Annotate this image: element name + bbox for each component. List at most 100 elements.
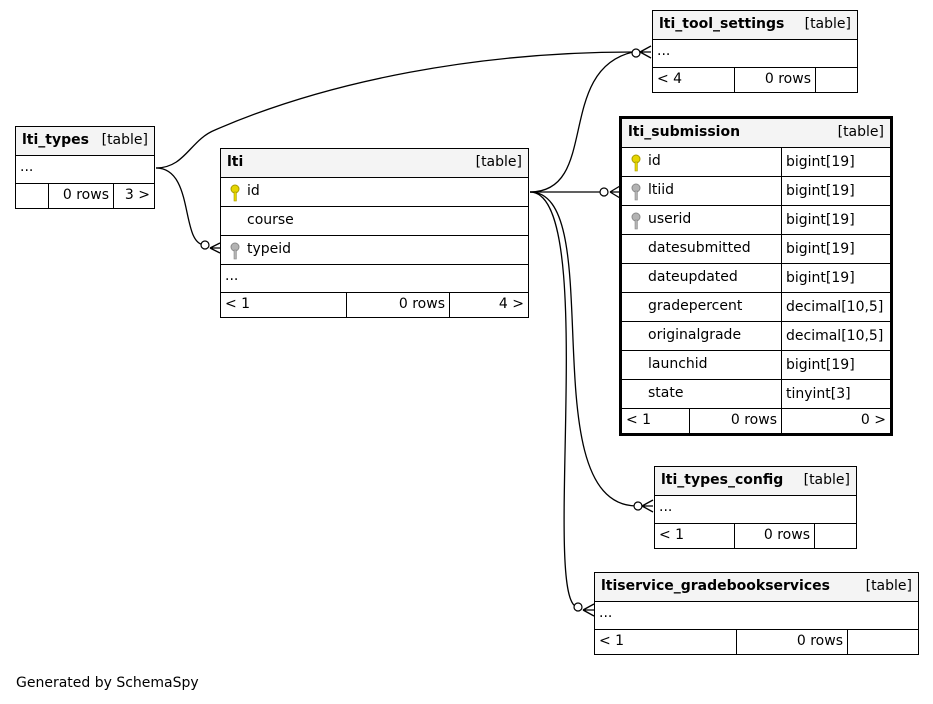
parents-count: < 1 [599, 633, 625, 649]
column-name: state [648, 385, 684, 401]
parents-count [16, 184, 48, 208]
crowfoot-lti-types-config [641, 499, 654, 513]
column-name: dateupdated [648, 269, 738, 285]
children-count: 3 > [113, 184, 154, 208]
table-type-label: [table] [475, 154, 522, 170]
column-type: bigint[19] [781, 148, 855, 176]
column-name: id [247, 183, 260, 199]
children-count [814, 524, 856, 548]
table-header: lti_tool_settings [table] [653, 11, 857, 40]
primary-key-icon [631, 154, 641, 172]
table-type-label: [table] [865, 578, 912, 594]
table-type-label: [table] [803, 472, 850, 488]
column-row: typeid [221, 236, 528, 265]
table-footer: 0 rows 3 > [16, 184, 154, 208]
table-lti-submission[interactable]: lti_submission [table] id bigint[19] lti… [619, 116, 893, 436]
column-row: state tinyint[3] [622, 380, 890, 409]
table-ltiservice-gradebookservices[interactable]: ltiservice_gradebookservices [table] ...… [594, 572, 919, 655]
column-name: datesubmitted [648, 240, 751, 256]
parents-count: < 1 [225, 296, 251, 312]
crowfoot-gradebookservices [582, 603, 595, 617]
more-columns-ellipsis: ... [655, 496, 856, 524]
column-name: originalgrade [648, 327, 742, 343]
column-name: ltiid [648, 182, 675, 198]
table-footer: < 1 0 rows 0 > [622, 409, 890, 433]
row-count: 0 rows [734, 68, 815, 92]
column-name: id [648, 153, 661, 169]
table-footer: < 1 0 rows [655, 524, 856, 548]
table-lti[interactable]: lti [table] id course typeid ... < 1 0 r… [220, 148, 529, 318]
row-count: 0 rows [48, 184, 113, 208]
edge-lti-to-gradebookservices [529, 191, 579, 608]
foreign-key-icon [631, 212, 641, 230]
optional-marker-lti-submission [599, 187, 609, 197]
column-type: bigint[19] [781, 235, 855, 263]
column-type: tinyint[3] [781, 380, 851, 408]
column-name: typeid [247, 241, 292, 257]
column-row: datesubmitted bigint[19] [622, 235, 890, 264]
generated-by-caption: Generated by SchemaSpy [16, 675, 199, 691]
parents-count: < 1 [659, 527, 685, 543]
column-row: userid bigint[19] [622, 206, 890, 235]
table-header: lti_types_config [table] [655, 467, 856, 496]
row-count: 0 rows [346, 293, 449, 317]
table-lti-types[interactable]: lti_types [table] ... 0 rows 3 > [15, 126, 155, 209]
parents-count: < 1 [626, 412, 652, 428]
column-name: userid [648, 211, 692, 227]
more-columns-ellipsis: ... [221, 265, 528, 293]
table-type-label: [table] [837, 124, 884, 140]
column-type: decimal[10,5] [781, 322, 883, 350]
optional-marker-lti-types-config [633, 501, 643, 511]
column-row: course [221, 207, 528, 236]
table-name: lti [227, 154, 244, 170]
column-name: gradepercent [648, 298, 743, 314]
table-name: lti_types [22, 132, 89, 148]
table-type-label: [table] [101, 132, 148, 148]
row-count: 0 rows [689, 409, 781, 433]
table-footer: < 1 0 rows 4 > [221, 293, 528, 317]
table-lti-tool-settings[interactable]: lti_tool_settings [table] ... < 4 0 rows [652, 10, 858, 93]
optional-marker-lti-tool-settings [631, 48, 641, 58]
table-name: ltiservice_gradebookservices [601, 578, 830, 594]
column-name: launchid [648, 356, 708, 372]
column-type: bigint[19] [781, 177, 855, 205]
table-type-label: [table] [804, 16, 851, 32]
column-type: bigint[19] [781, 351, 855, 379]
table-lti-types-config[interactable]: lti_types_config [table] ... < 1 0 rows [654, 466, 857, 549]
column-row: id bigint[19] [622, 148, 890, 177]
more-columns-ellipsis: ... [16, 156, 154, 184]
table-name: lti_tool_settings [659, 16, 785, 32]
column-row: ltiid bigint[19] [622, 177, 890, 206]
column-row: id [221, 178, 528, 207]
column-type: decimal[10,5] [781, 293, 883, 321]
column-row: gradepercent decimal[10,5] [622, 293, 890, 322]
column-type: bigint[19] [781, 264, 855, 292]
children-count: 0 > [781, 409, 890, 433]
parents-count: < 4 [657, 71, 683, 87]
edge-lti-to-lti-tool-settings [529, 51, 634, 193]
column-row: launchid bigint[19] [622, 351, 890, 380]
row-count: 0 rows [734, 524, 814, 548]
foreign-key-icon [631, 183, 641, 201]
table-name: lti_types_config [661, 472, 784, 488]
more-columns-ellipsis: ... [653, 40, 857, 68]
column-row: originalgrade decimal[10,5] [622, 322, 890, 351]
table-footer: < 4 0 rows [653, 68, 857, 92]
edge-lti-to-lti-types-config [529, 191, 638, 507]
optional-marker-gradebookservices [573, 602, 583, 612]
crowfoot-lti-typeid [209, 242, 221, 254]
more-columns-ellipsis: ... [595, 602, 918, 630]
column-row: dateupdated bigint[19] [622, 264, 890, 293]
primary-key-icon [230, 184, 240, 202]
column-name: course [247, 212, 294, 228]
column-type: bigint[19] [781, 206, 855, 234]
children-count: 4 > [449, 293, 528, 317]
table-header: lti [table] [221, 149, 528, 178]
optional-marker-lti-typeid [200, 240, 210, 250]
crowfoot-lti-submission [609, 185, 621, 199]
table-name: lti_submission [628, 124, 741, 140]
crowfoot-lti-tool-settings [639, 45, 652, 59]
table-header: lti_types [table] [16, 127, 154, 156]
table-header: lti_submission [table] [622, 119, 890, 148]
